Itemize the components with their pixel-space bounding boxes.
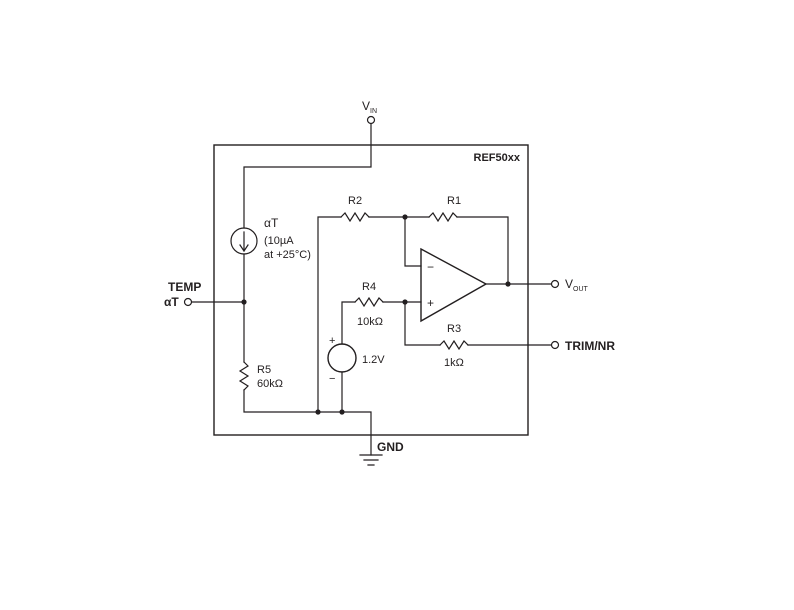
junction-vout xyxy=(505,281,511,287)
trim-pin[interactable] xyxy=(550,340,560,350)
ground-icon xyxy=(359,454,383,466)
temp-alpha-label: αT xyxy=(164,295,179,309)
r5-value: 60kΩ xyxy=(257,378,283,390)
opamp-minus: − xyxy=(427,260,434,274)
reference-minus: − xyxy=(329,373,335,385)
current-arrow-icon xyxy=(239,231,249,253)
gnd-label: GND xyxy=(377,440,404,454)
r3-symbol xyxy=(439,339,469,351)
opamp-symbol xyxy=(420,247,488,323)
reference-source-symbol xyxy=(327,343,357,373)
current-source-line2: at +25°C) xyxy=(264,249,311,261)
r4-value: 10kΩ xyxy=(357,316,383,328)
current-source-label: αT xyxy=(264,216,279,230)
wire-vin xyxy=(243,123,372,229)
vin-pin[interactable] xyxy=(366,115,376,125)
trim-label: TRIM/NR xyxy=(565,339,615,353)
r3-label: R3 xyxy=(447,323,461,335)
r4-symbol xyxy=(354,296,384,308)
wire-r1-to-out xyxy=(456,216,509,285)
temp-pin[interactable] xyxy=(183,297,193,307)
wire-r3-left xyxy=(404,301,441,346)
vout-pin[interactable] xyxy=(550,279,560,289)
r1-label: R1 xyxy=(447,195,461,207)
vout-label: VOUT xyxy=(565,277,589,293)
reference-plus: + xyxy=(329,335,335,347)
opamp-plus: + xyxy=(427,296,434,310)
wire-r5-to-gnd xyxy=(243,389,372,456)
wire-inverting-input xyxy=(404,216,422,267)
chip-name: REF50xx xyxy=(474,152,521,164)
temp-label: TEMP xyxy=(168,280,201,294)
reference-value: 1.2V xyxy=(362,354,385,366)
wire-r2-left xyxy=(317,216,342,413)
wire-r4-left xyxy=(341,301,356,345)
r4-label: R4 xyxy=(362,281,376,293)
r5-label: R5 xyxy=(257,364,271,376)
vin-label: VIN xyxy=(362,99,377,115)
r2-label: R2 xyxy=(348,195,362,207)
r5-symbol xyxy=(238,361,250,391)
r1-symbol xyxy=(428,211,458,223)
r3-value: 1kΩ xyxy=(444,357,464,369)
current-source-line1: (10µA xyxy=(264,235,294,247)
r2-symbol xyxy=(340,211,370,223)
